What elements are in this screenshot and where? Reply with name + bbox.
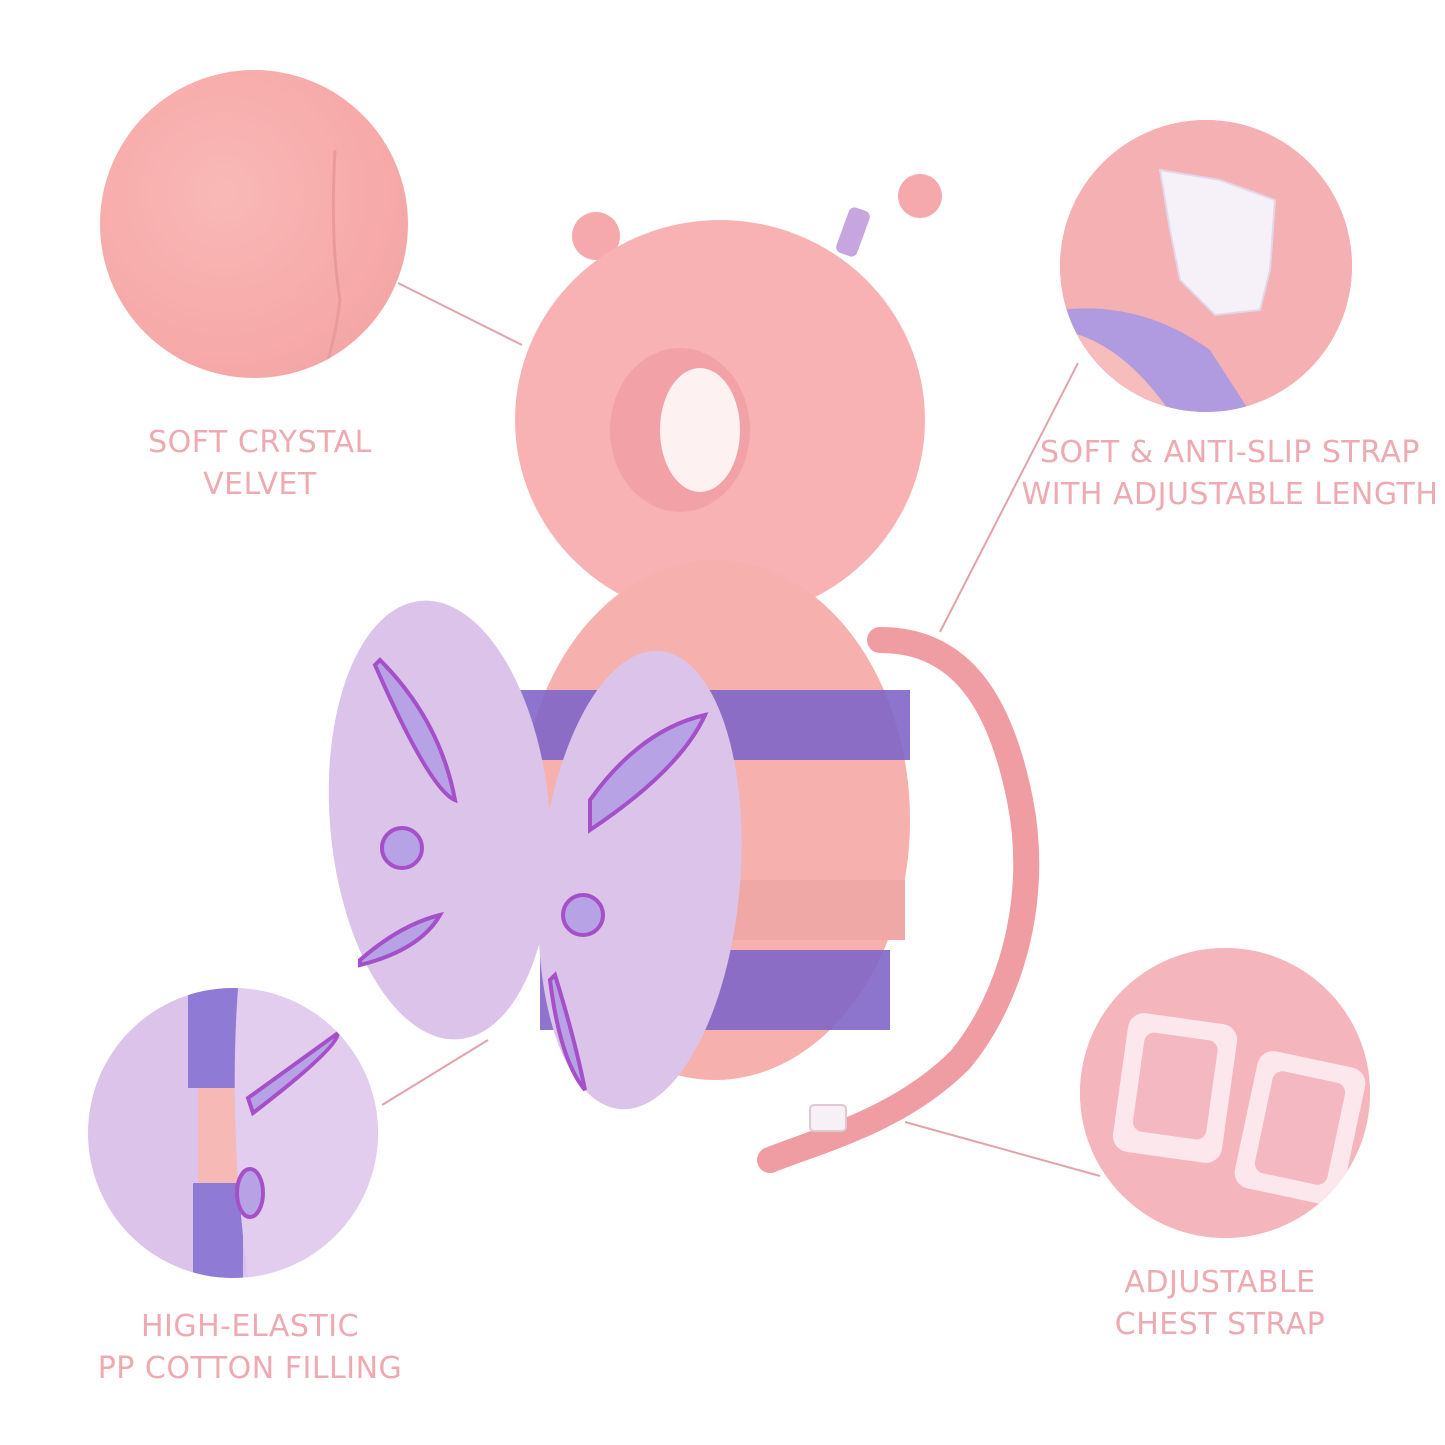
chest-strap-closeup-circle: [1080, 948, 1370, 1238]
chest-strap-buckle-icon: [1080, 948, 1370, 1238]
strap-buckle-icon: [1060, 120, 1352, 412]
filling-closeup-circle: [88, 988, 378, 1278]
wing-left: [328, 600, 552, 1040]
label-soft-crystal-velvet: SOFT CRYSTAL VELVET: [100, 422, 420, 506]
label-line: SOFT & ANTI-SLIP STRAP: [1040, 435, 1420, 470]
callout-line-strap: [939, 362, 1079, 633]
label-line: VELVET: [203, 467, 317, 502]
label-anti-slip-strap: SOFT & ANTI-SLIP STRAP WITH ADJUSTABLE L…: [1020, 432, 1440, 516]
label-line: SOFT CRYSTAL: [148, 425, 372, 460]
label-line: ADJUSTABLE: [1124, 1265, 1316, 1300]
antenna-ball-right: [898, 174, 942, 218]
antenna-ball-left: [572, 212, 620, 260]
label-line: PP COTTON FILLING: [97, 1351, 403, 1386]
label-pp-cotton-filling: HIGH-ELASTIC PP COTTON FILLING: [90, 1306, 410, 1390]
chest-buckle: [809, 1104, 847, 1132]
velvet-texture-icon: [323, 149, 342, 371]
callout-line-filling: [381, 1039, 489, 1106]
label-line: HIGH-ELASTIC: [140, 1309, 360, 1344]
strap-closeup-circle: [1060, 120, 1352, 412]
elastic-strap: [757, 627, 1040, 1173]
label-line: CHEST STRAP: [1114, 1307, 1326, 1342]
antenna-stem-right: [836, 207, 870, 257]
label-chest-strap: ADJUSTABLE CHEST STRAP: [1100, 1262, 1340, 1346]
callout-line-velvet: [397, 282, 523, 346]
callout-line-chest: [904, 1121, 1101, 1177]
wing-filling-icon: [188, 988, 378, 1278]
label-line: WITH ADJUSTABLE LENGTH: [1021, 477, 1439, 512]
wing-right: [538, 650, 742, 1110]
velvet-closeup-circle: [100, 70, 408, 378]
